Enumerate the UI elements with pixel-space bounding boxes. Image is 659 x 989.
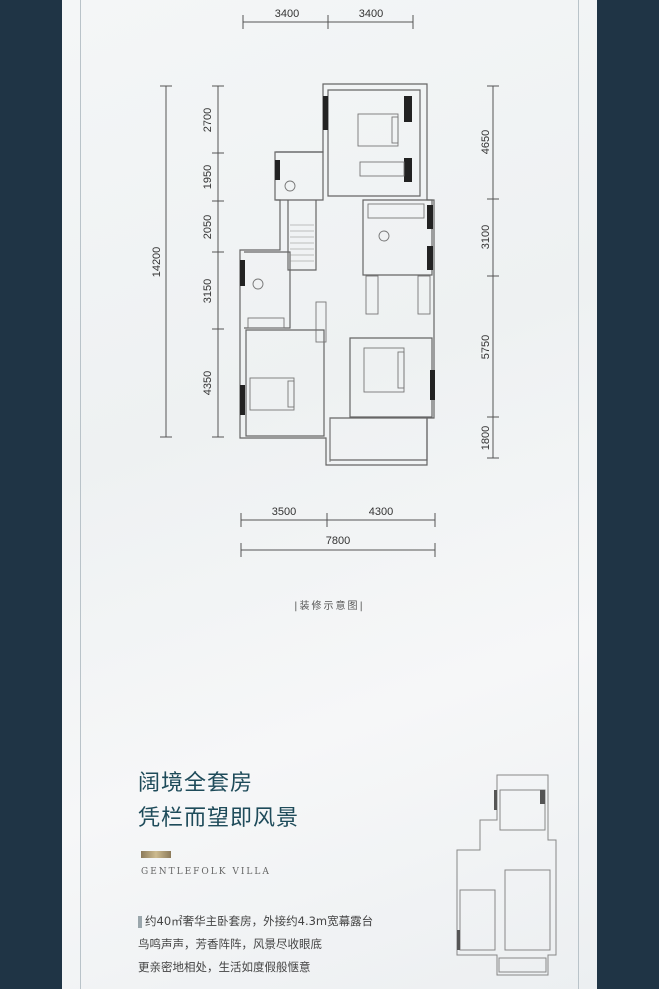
plan-walls — [239, 83, 435, 466]
headline-line-1: 阔境全套房 — [138, 771, 254, 796]
dim-left-1: 2700 — [202, 108, 214, 132]
top-dimension — [242, 15, 414, 29]
dim-right-2: 3100 — [480, 225, 492, 249]
body-line-1: 约40㎡奢华主卧套房，外接约4.3m宽幕露台 — [145, 914, 374, 928]
inner-border-lines — [80, 0, 579, 989]
headline-line-2: 凭栏而望即风景 — [138, 806, 300, 831]
left-dimension — [160, 85, 224, 438]
dim-left-total: 14200 — [151, 247, 163, 278]
right-frame-border — [597, 0, 659, 989]
text-marker — [138, 916, 142, 928]
dim-left-4: 3150 — [202, 279, 214, 303]
right-dimension — [487, 85, 499, 459]
dim-bottom-total: 7800 — [326, 535, 350, 547]
dim-left-5: 4350 — [202, 371, 214, 395]
dim-bottom-2: 4300 — [369, 506, 393, 518]
dim-left-3: 2050 — [202, 215, 214, 239]
marble-background — [62, 0, 597, 989]
dim-bottom-1: 3500 — [272, 506, 296, 518]
gold-divider — [141, 851, 171, 858]
dim-right-3: 5750 — [480, 335, 492, 359]
body-line-2: 鸟鸣声声，芳香阵阵，风景尽收眼底 — [138, 937, 322, 951]
thumbnail-walls — [457, 790, 545, 950]
plan-furniture — [247, 113, 431, 462]
body-line-3: 更亲密地相处，生活如度假般惬意 — [138, 960, 311, 974]
plan-thick-walls — [240, 96, 435, 415]
english-subtitle: GENTLEFOLK VILLA — [141, 867, 271, 877]
dim-right-1: 4650 — [480, 130, 492, 154]
thumbnail-plan — [456, 774, 557, 976]
figure-caption: |装修示意图| — [294, 601, 365, 612]
bottom-dimension — [240, 513, 436, 557]
dim-right-4: 1800 — [480, 426, 492, 450]
dim-left-2: 1950 — [202, 165, 214, 189]
plan-stairs — [290, 224, 314, 262]
dim-top-2: 3400 — [359, 8, 383, 20]
dim-top-1: 3400 — [275, 8, 299, 20]
left-frame-border — [0, 0, 62, 989]
